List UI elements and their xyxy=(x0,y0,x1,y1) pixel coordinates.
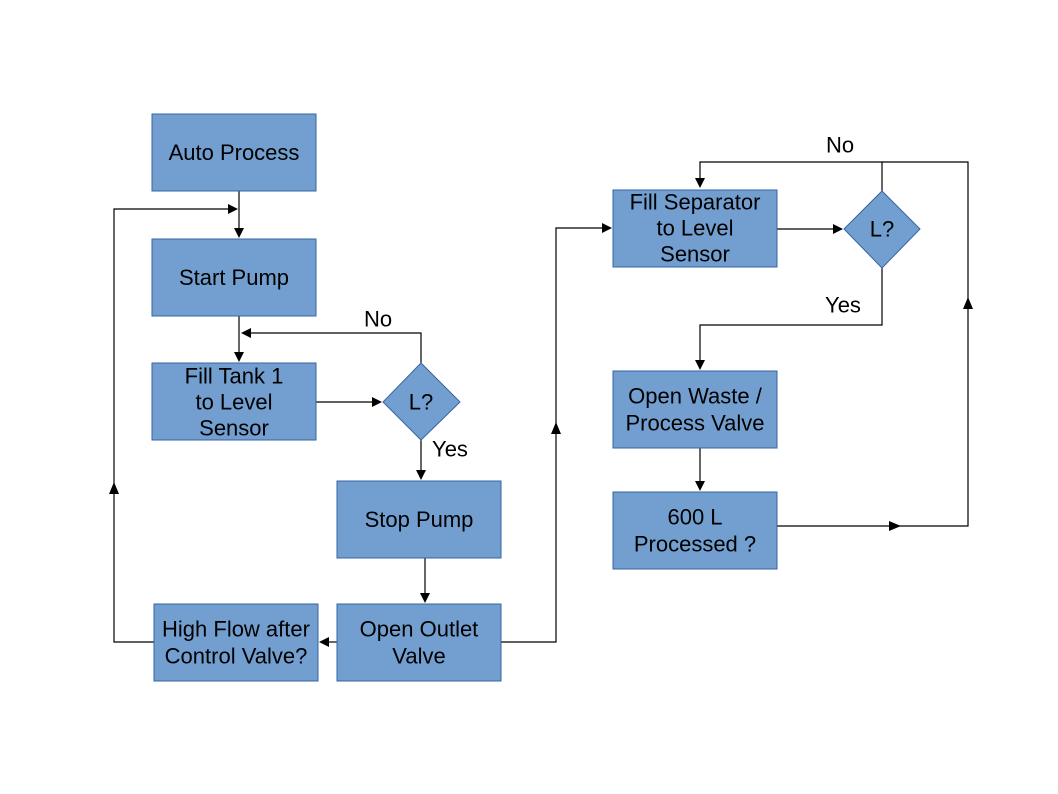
arrowhead xyxy=(889,521,901,531)
arrowhead xyxy=(234,352,244,362)
node-label: Fill Separator xyxy=(630,190,761,215)
edge-label-no: No xyxy=(364,307,392,332)
connectors xyxy=(109,161,973,647)
node-fill-separator: Fill Separator to Level Sensor xyxy=(612,189,778,268)
node-fill-tank-1: Fill Tank 1 to Level Sensor xyxy=(151,362,317,441)
arrowhead xyxy=(963,297,973,309)
edge-l1-no-loop xyxy=(249,332,422,363)
node-label: Valve xyxy=(392,644,445,669)
node-label: Open Outlet xyxy=(360,617,479,642)
node-label: Fill Tank 1 xyxy=(185,364,284,389)
arrowhead xyxy=(241,328,251,338)
arrowhead xyxy=(372,397,382,407)
arrowhead xyxy=(602,223,612,233)
node-label: Sensor xyxy=(199,416,269,441)
arrowhead xyxy=(234,228,244,238)
node-stop-pump: Stop Pump xyxy=(336,480,502,559)
node-open-waste-valve: Open Waste / Process Valve xyxy=(612,370,778,449)
node-label: to Level xyxy=(656,216,733,241)
arrowhead xyxy=(319,637,329,647)
arrowhead xyxy=(416,470,426,480)
node-label: Process Valve xyxy=(626,411,765,436)
node-600-processed: 600 L Processed ? xyxy=(612,491,778,570)
arrowhead xyxy=(109,482,119,494)
node-open-outlet-valve: Open Outlet Valve xyxy=(336,603,502,682)
edge-label-no: No xyxy=(826,133,854,158)
node-label: Auto Process xyxy=(169,140,300,165)
arrowhead xyxy=(228,204,238,214)
node-label: High Flow after xyxy=(162,617,310,642)
edge-label-yes: Yes xyxy=(432,437,468,462)
edge-outlet-to-separator xyxy=(501,227,604,643)
arrowhead xyxy=(833,224,843,234)
node-label: L? xyxy=(409,390,433,415)
node-label: L? xyxy=(870,217,894,242)
node-auto-process: Auto Process xyxy=(151,113,317,192)
node-label: Open Waste / xyxy=(628,384,763,409)
edge-highflow-loop xyxy=(113,208,230,643)
arrowhead xyxy=(695,178,705,188)
node-level-check-2: L? xyxy=(843,190,921,269)
arrowhead xyxy=(695,360,705,370)
node-label: 600 L xyxy=(667,505,722,530)
node-label: to Level xyxy=(195,390,272,415)
node-start-pump: Start Pump xyxy=(151,238,317,317)
node-label: Stop Pump xyxy=(365,507,474,532)
edge-label-yes: Yes xyxy=(825,293,861,318)
edge-600-loop xyxy=(776,161,969,527)
arrowhead xyxy=(551,422,561,434)
edge-l2-no-loop xyxy=(699,161,883,191)
node-label: Processed ? xyxy=(634,532,756,557)
arrowhead xyxy=(695,481,705,491)
node-label: Start Pump xyxy=(179,265,289,290)
arrowhead xyxy=(420,593,430,603)
node-level-check-1: L? xyxy=(382,362,461,441)
node-label: Control Valve? xyxy=(165,644,308,669)
edge-l2-yes xyxy=(699,268,883,362)
node-label: Sensor xyxy=(660,242,730,267)
node-high-flow: High Flow after Control Valve? xyxy=(153,603,319,682)
